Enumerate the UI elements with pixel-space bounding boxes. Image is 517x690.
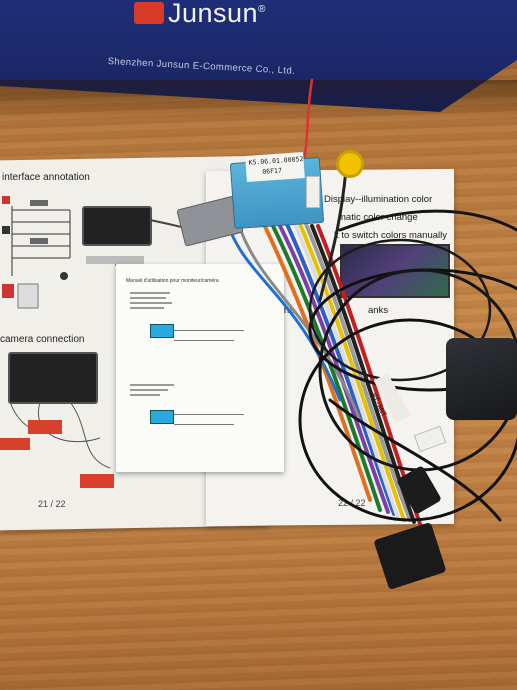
connector-label-sticker: KS.06.01.00052 06F17 [245,152,305,182]
camera-unit-diagram [8,352,98,404]
monitor-diagram-2 [150,410,174,424]
thanks-fragment-text: anks [368,305,389,316]
harness-diagram [86,256,144,264]
brand-name: Junsun® [168,0,266,28]
junsun-logo-icon [134,2,164,24]
illumination-color-text: Display--illumination color [324,194,433,205]
head-unit-diagram [82,206,152,246]
switch-colors-text: k to switch colors manually [334,230,447,241]
pin-table [2,283,39,309]
section-camera-connection: camera connection [0,334,85,345]
page-number-left: 21 / 22 [38,499,66,509]
monitor-camera-leaflet: Manuel d'utilisation pour moniteur/camér… [116,264,284,472]
white-sleeve [306,176,320,208]
monitor-diagram [150,324,174,338]
page-number-right: 22 / 22 [338,498,366,508]
leaflet-title: Manuel d'utilisation pour moniteur/camér… [126,278,219,284]
box-shadow [0,80,517,120]
yellow-rca-plug [336,150,364,178]
camera-wiring-diagram [0,401,114,488]
section-interface-annotation: interface annotation [2,172,90,183]
antenna-module [446,338,517,420]
